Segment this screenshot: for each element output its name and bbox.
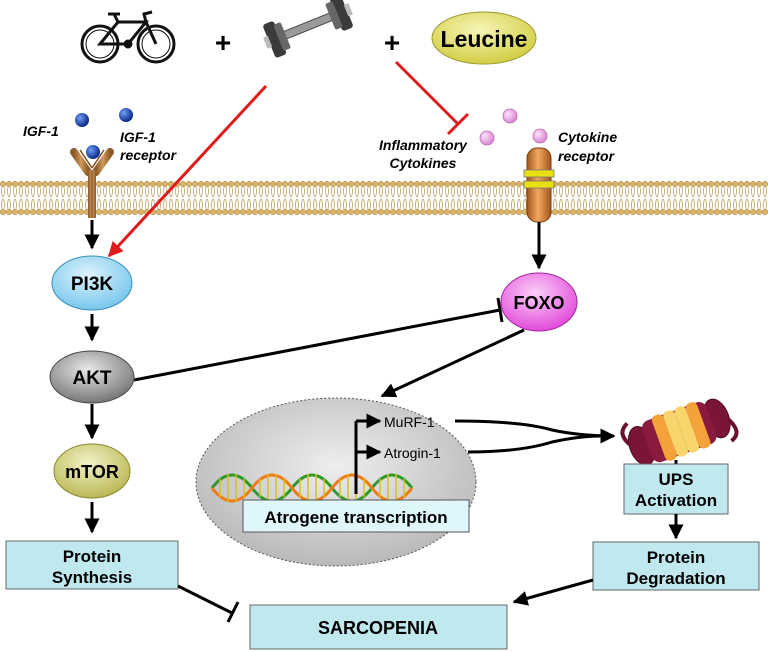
inflammatory-cytokines-label-line2: Cytokines <box>390 155 457 171</box>
akt-node: AKT <box>49 350 135 404</box>
cytokine-bound-ligand <box>532 128 548 144</box>
plus-sign-1: + <box>215 27 231 58</box>
akt-inhibits-foxo-line <box>133 308 501 382</box>
protein-degradation-label-line2: Degradation <box>626 569 725 588</box>
protein-degradation-box: Protein Degradation <box>592 541 760 591</box>
murf1-to-proteasome-curve <box>454 419 616 444</box>
akt-label: AKT <box>72 368 111 389</box>
ups-activation-box: UPS Activation <box>623 463 729 515</box>
foxo-node: FOXO <box>500 272 578 332</box>
mtor-node: mTOR <box>53 443 131 499</box>
cell-membrane <box>0 180 768 216</box>
degradation-to-sarcopenia-arrow <box>512 578 594 606</box>
foxo-label: FOXO <box>513 293 564 313</box>
atrogene-transcription-box: Atrogene transcription <box>242 499 470 533</box>
proteasome-icon <box>620 398 739 466</box>
atrogin1-label: Atrogin-1 <box>384 445 441 461</box>
protein-degradation-label-line1: Protein <box>647 548 706 567</box>
igf1-label: IGF-1 <box>23 123 59 139</box>
mtor-label: mTOR <box>65 462 119 482</box>
akt-inhibits-foxo-bar <box>496 297 504 323</box>
dumbbell-icon <box>263 0 353 58</box>
igf1-receptor-label-line2: receptor <box>120 147 178 163</box>
exercise-activates-pi3k-arrow <box>107 84 268 258</box>
foxo-to-nucleus-arrow <box>380 328 525 398</box>
leucine-label: Leucine <box>441 26 528 52</box>
cytokine-receptor-label-line2: receptor <box>558 148 616 164</box>
inflammatory-cytokines-label-line1: Inflammatory <box>379 137 468 153</box>
sarcopenia-label: SARCOPENIA <box>318 618 438 638</box>
sarcopenia-box: SARCOPENIA <box>249 604 508 650</box>
bicycle-icon <box>80 10 176 64</box>
leucine-badge: Leucine <box>431 11 537 65</box>
protein-synthesis-label-line1: Protein <box>63 547 122 566</box>
igf1-bound-ligand <box>86 145 100 159</box>
igf1-ligand-1 <box>75 113 89 127</box>
ups-activation-label-line1: UPS <box>659 470 694 489</box>
murf1-label: MuRF-1 <box>384 414 435 430</box>
plus-sign-2: + <box>384 27 400 58</box>
synthesis-inhibit-bar <box>226 601 240 623</box>
synthesis-inhibits-sarcopenia-line <box>177 584 233 615</box>
pi3k-label: PI3K <box>71 274 114 295</box>
pi3k-node: PI3K <box>51 255 133 311</box>
atrogin1-to-proteasome-curve <box>467 434 601 454</box>
cytokine-receptor-label-line1: Cytokine <box>558 129 617 145</box>
igf1-receptor-label-line1: IGF-1 <box>120 129 156 145</box>
igf1-ligand-2 <box>119 108 133 122</box>
exercise-inhibit-bar <box>446 112 470 136</box>
ups-activation-label-line2: Activation <box>635 491 717 510</box>
antibody-receptor-icon <box>70 148 114 218</box>
cytokine-receptor-icon <box>523 147 555 223</box>
cytokine-ligand-2 <box>479 130 495 146</box>
protein-synthesis-label-line2: Synthesis <box>52 568 132 587</box>
exercise-inhibits-cytokines-line <box>394 60 460 126</box>
atrogene-transcription-label: Atrogene transcription <box>264 508 447 527</box>
cytokine-ligand-1 <box>502 108 518 124</box>
protein-synthesis-box: Protein Synthesis <box>5 540 179 590</box>
